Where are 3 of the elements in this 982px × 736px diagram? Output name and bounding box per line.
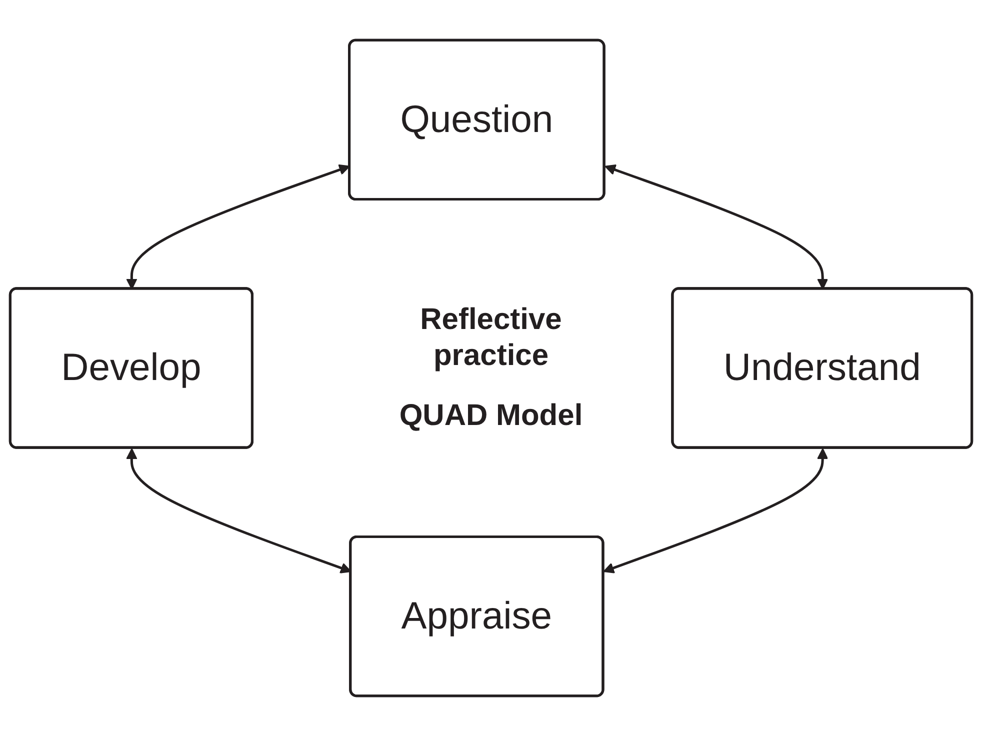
center-label: Reflective practice [419,302,563,374]
center-label: QUAD Model [398,398,584,434]
arrow [603,448,828,574]
